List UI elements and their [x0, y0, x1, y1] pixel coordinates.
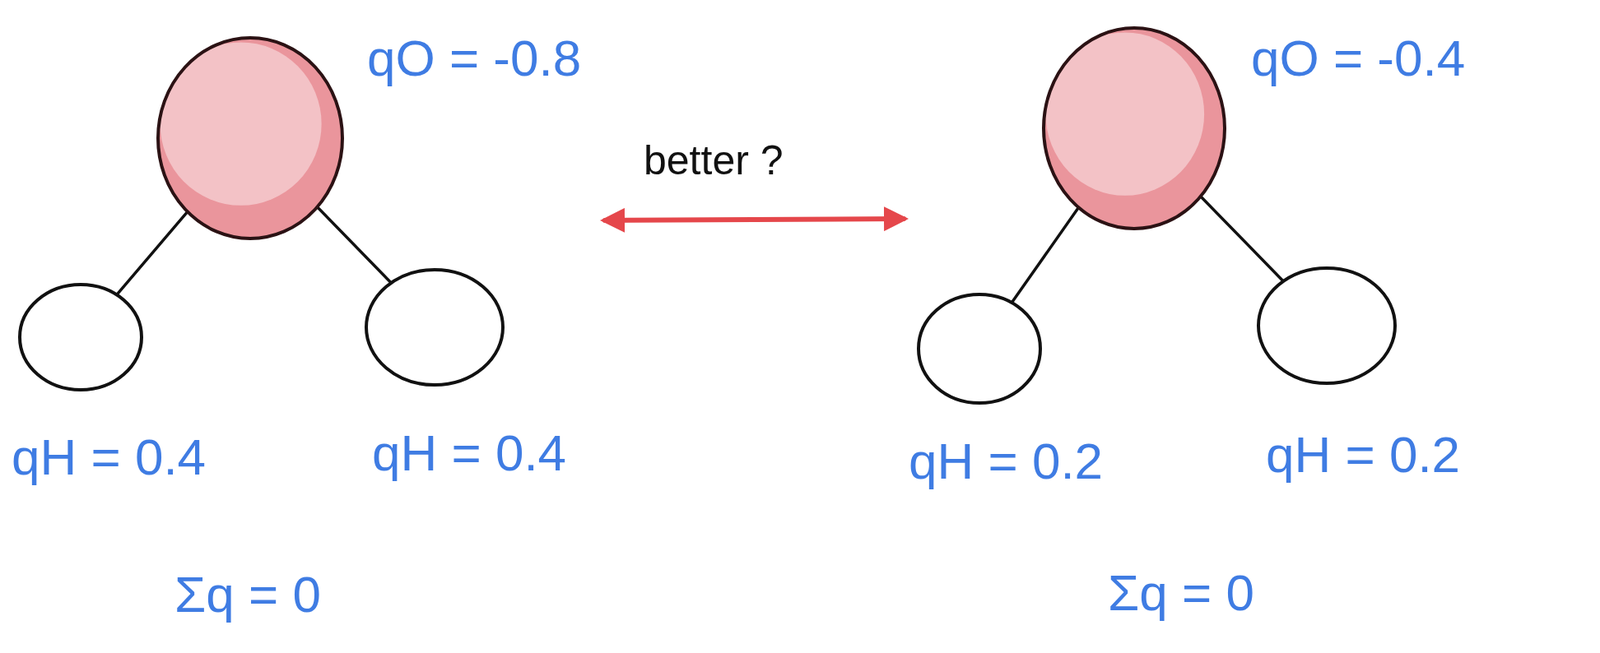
hydrogen-atom: qH = 0.2 [1256, 266, 1397, 386]
oxygen-atom: qO = -0.4 [1041, 26, 1227, 231]
sum-label: Σq = 0 [1107, 567, 1255, 619]
atom-border [19, 284, 142, 391]
atom-border [158, 37, 343, 239]
partial-charge: qO = -0.4 [1251, 32, 1466, 84]
atom-outline [916, 293, 1042, 405]
hydrogen-atom: qH = 0.4 [364, 268, 505, 387]
hydrogen-atom: qH = 0.4 [18, 283, 144, 392]
partial-charge: qH = 0.4 [11, 432, 206, 484]
double-arrow [604, 218, 904, 221]
atom-outline [364, 268, 505, 387]
hydrogen-atom: qH = 0.2 [916, 293, 1042, 405]
bond-line [116, 211, 188, 295]
atom-border [1043, 27, 1225, 229]
atom-border [1258, 268, 1396, 384]
comparison-label: better ? [643, 139, 784, 182]
atom-border [918, 294, 1041, 404]
bond-line [1200, 196, 1284, 282]
partial-charge: qO = -0.8 [367, 32, 582, 84]
atom-outline [18, 283, 144, 392]
partial-charge: qH = 0.4 [372, 427, 567, 480]
atom-border [366, 269, 503, 386]
atom-shade [1043, 27, 1225, 229]
atom-shade [158, 37, 343, 239]
atom-outline [1256, 266, 1397, 386]
partial-charge: qH = 0.2 [908, 436, 1103, 488]
bond-line [1011, 207, 1079, 303]
partial-charge: qH = 0.2 [1265, 429, 1461, 481]
atom-outline [156, 36, 345, 241]
oxygen-atom: qO = -0.8 [156, 36, 345, 241]
bond-line [317, 207, 392, 284]
atom-outline [1041, 26, 1227, 231]
sum-label: Σq = 0 [174, 569, 321, 621]
